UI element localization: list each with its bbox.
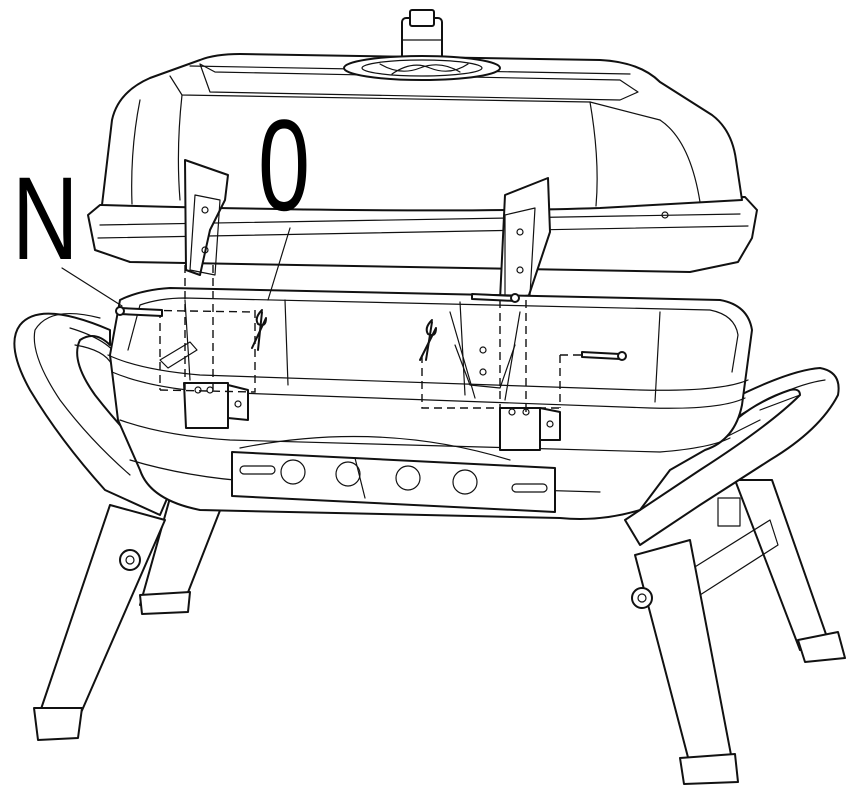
air-vent-icon [343,55,501,81]
side-handle-right [624,367,840,546]
alignment-guides [124,265,620,412]
hinge-pin-icon [115,293,627,361]
callout-leaders [61,227,291,307]
r-clip-icon [251,309,437,361]
callout-label-o: 0 [258,92,311,238]
grill-body-icon [107,287,753,520]
grill-leg-icon [33,479,846,785]
grill-lid-icon [87,9,758,301]
callout-label-n: N [12,153,79,285]
